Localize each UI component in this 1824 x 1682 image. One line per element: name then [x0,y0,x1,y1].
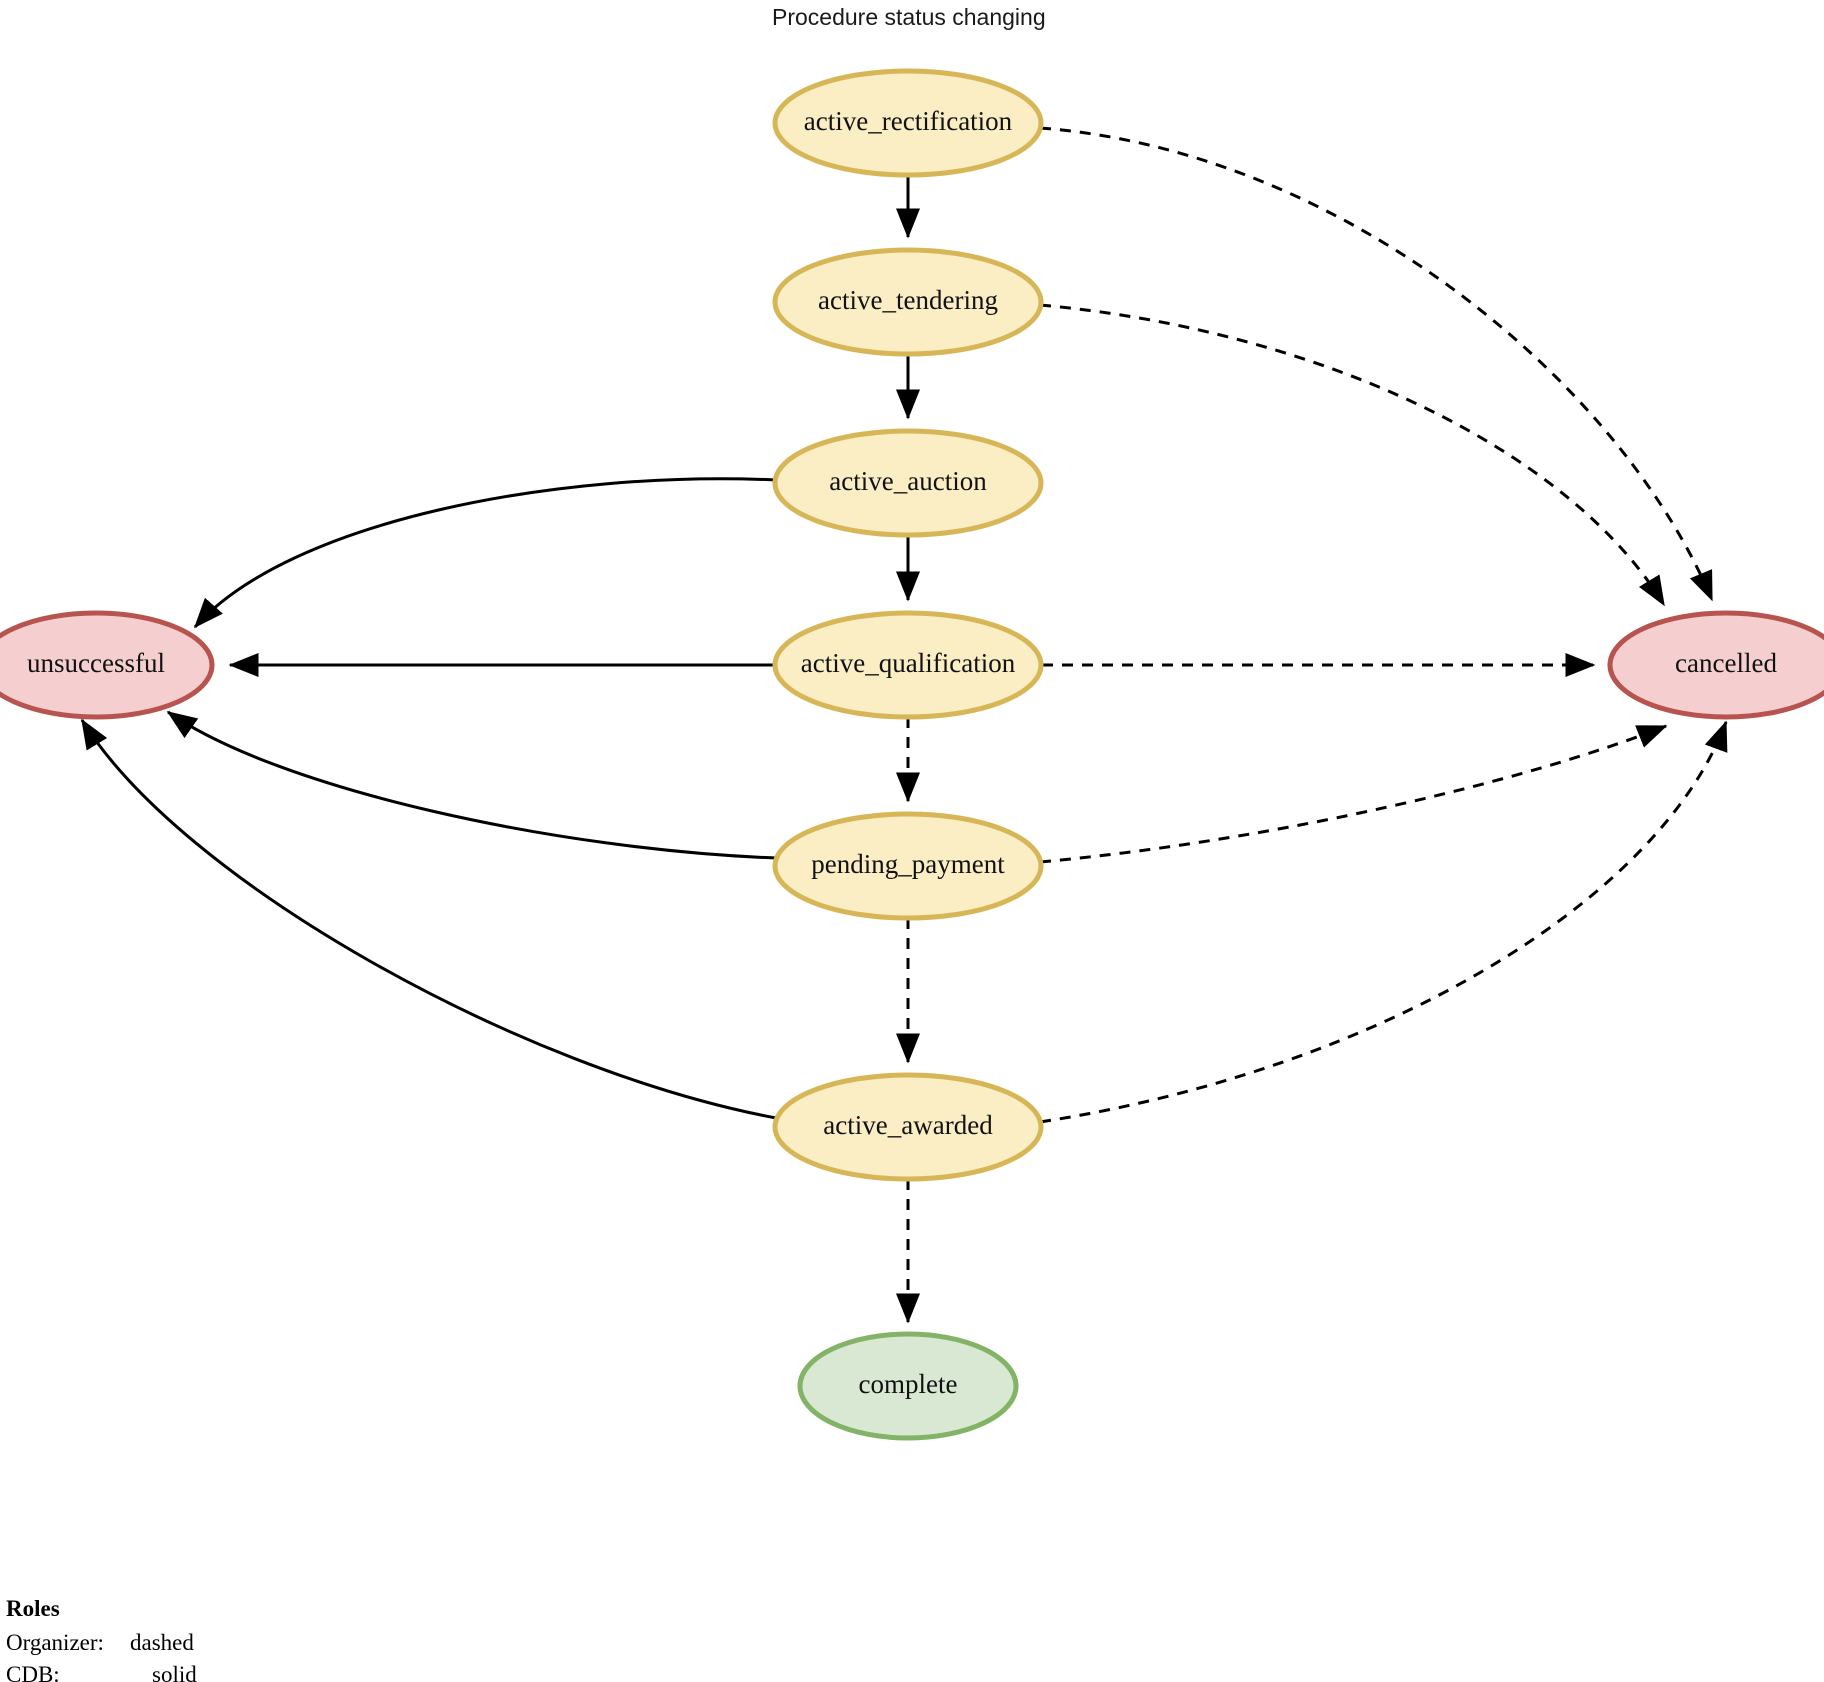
legend: Roles Organizer: dashed CDB: solid [6,1596,197,1682]
edge-active_awarded-to-cancelled [1039,720,1728,1124]
legend-style-cdb: solid [152,1662,197,1682]
edge-active_auction-to-unsuccessful [193,477,777,629]
node-label-active_tendering: active_tendering [818,285,998,315]
edge-pending_payment-to-unsuccessful [166,710,777,860]
node-pending_payment[interactable]: pending_payment [772,811,1044,921]
node-cancelled[interactable]: cancelled [1607,610,1824,720]
node-shape-active_rectification[interactable] [772,68,1044,178]
node-label-pending_payment: pending_payment [811,849,1005,879]
edge-pending_payment-to-cancelled [1039,724,1668,864]
legend-style-organizer: dashed [130,1630,194,1655]
node-shape-complete[interactable] [797,1331,1019,1441]
node-active_tendering[interactable]: active_tendering [772,247,1044,357]
edge-active_rectification-to-cancelled [1039,126,1714,602]
node-active_auction[interactable]: active_auction [772,428,1044,538]
node-shape-active_qualification[interactable] [772,610,1044,720]
node-active_rectification[interactable]: active_rectification [772,68,1044,178]
node-shape-cancelled[interactable] [1607,610,1824,720]
edge-active_awarded-to-unsuccessful [80,718,777,1120]
node-active_qualification[interactable]: active_qualification [772,610,1044,720]
node-label-complete: complete [859,1369,958,1399]
node-unsuccessful[interactable]: unsuccessful [0,610,215,720]
node-shape-active_awarded[interactable] [772,1072,1044,1182]
edge-layer [80,126,1728,1324]
node-label-active_rectification: active_rectification [804,106,1013,136]
node-layer: active_rectification active_tendering ac… [0,68,1824,1441]
legend-role-cdb: CDB: [6,1662,60,1682]
page-title: Procedure status changing [772,4,1046,30]
node-complete[interactable]: complete [797,1331,1019,1441]
node-label-active_auction: active_auction [829,466,987,496]
node-label-cancelled: cancelled [1675,648,1777,678]
node-shape-unsuccessful[interactable] [0,610,215,720]
legend-role-organizer: Organizer: [6,1630,104,1655]
node-active_awarded[interactable]: active_awarded [772,1072,1044,1182]
node-label-active_qualification: active_qualification [801,648,1016,678]
node-shape-active_tendering[interactable] [772,247,1044,357]
node-shape-pending_payment[interactable] [772,811,1044,921]
legend-heading: Roles [6,1596,60,1621]
node-shape-active_auction[interactable] [772,428,1044,538]
node-label-active_awarded: active_awarded [823,1110,993,1140]
node-label-unsuccessful: unsuccessful [27,648,165,678]
